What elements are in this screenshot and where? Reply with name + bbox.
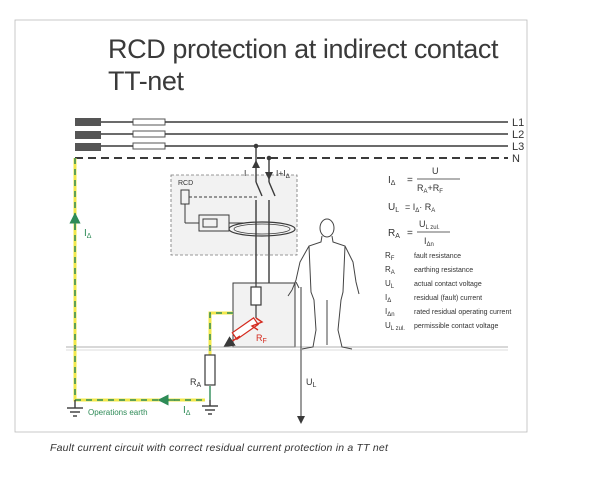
legend-item: IΔ residual (fault) current [385,293,482,304]
svg-text:actual contact voltage: actual contact voltage [414,281,482,288]
rcd-trip-mechanism [180,189,258,232]
legend-item: IΔn rated residual operating current [385,307,511,318]
earthing-resistor [204,354,216,386]
rf-label: RF [256,333,267,345]
earth-conductor-ra [208,311,233,400]
svg-text:IΔn: IΔn [385,307,395,318]
svg-text:= IΔ· RA: = IΔ· RA [405,202,435,214]
rcd-box [170,174,298,256]
svg-text:UL: UL [385,279,395,290]
fault-arrow [223,335,241,348]
i-label: I [244,168,246,178]
svg-text:=: = [407,175,413,186]
fault-lightning [250,317,264,331]
legend-item: RF fault resistance [385,251,461,262]
label-l2: L2 [512,129,524,141]
transformer-blocks [75,118,101,151]
l3-junction [253,143,259,149]
ra-label: RA [190,377,202,389]
ul-label: UL [306,377,317,389]
svg-text:IΔ: IΔ [388,175,396,187]
legend-item: UL actual contact voltage [385,279,482,290]
svg-text:RA+RF: RA+RF [417,183,443,195]
fault-resistance [231,317,260,341]
svg-text:residual (fault) current: residual (fault) current [414,295,482,302]
svg-text:UL zul.: UL zul. [385,321,405,332]
ia-left-label: IΔ [84,228,92,240]
formula-ra: RA = UL zul. IΔn [388,219,450,248]
rcd-label: RCD [178,180,193,187]
formula-ia: IΔ = U RA+RF [388,166,460,195]
label-l3: L3 [512,141,524,153]
i-plus-ia-label: I+IΔ [276,168,290,180]
svg-text:RA: RA [388,228,400,240]
svg-text:RA: RA [385,265,395,276]
ia-bottom-label: IΔ [183,405,191,417]
svg-text:IΔ: IΔ [385,293,391,304]
figure-caption: Fault current circuit with correct resid… [50,442,389,454]
toroid-outer [228,221,296,237]
svg-text:U: U [432,166,439,176]
title-line2: TT-net [108,66,184,96]
svg-text:IΔn: IΔn [424,236,434,248]
phase-lines [101,121,508,147]
fuses [132,118,166,150]
n-junction [266,155,272,161]
label-n: N [512,153,520,165]
label-l1: L1 [512,117,524,129]
svg-text:fault resistance: fault resistance [414,253,461,260]
operations-earth-label: Operations earth [88,408,148,417]
legend-item: RA earthing resistance [385,265,473,276]
legend: RF fault resistance RA earthing resistance… [385,251,511,332]
svg-text:UL zul.: UL zul. [419,219,440,231]
formula-ul: UL = IΔ· RA [388,202,435,214]
earthing-symbol [202,400,218,415]
appliance-housing [232,282,296,348]
svg-text:UL: UL [388,202,399,214]
svg-text:RF: RF [385,251,395,262]
person-silhouette [287,218,360,350]
svg-text:rated residual operating curre: rated residual operating current [414,309,511,316]
svg-text:earthing resistance: earthing resistance [414,267,473,274]
legend-item: UL zul. permissible contact voltage [385,321,499,332]
frame [14,19,528,433]
title-line1: RCD protection at indirect contact [108,34,499,64]
toroid-inner [233,223,291,235]
svg-text:permissible contact voltage: permissible contact voltage [414,323,499,330]
svg-text:=: = [407,228,413,239]
operations-earth-symbol [67,400,83,417]
load-resistor [250,286,262,306]
